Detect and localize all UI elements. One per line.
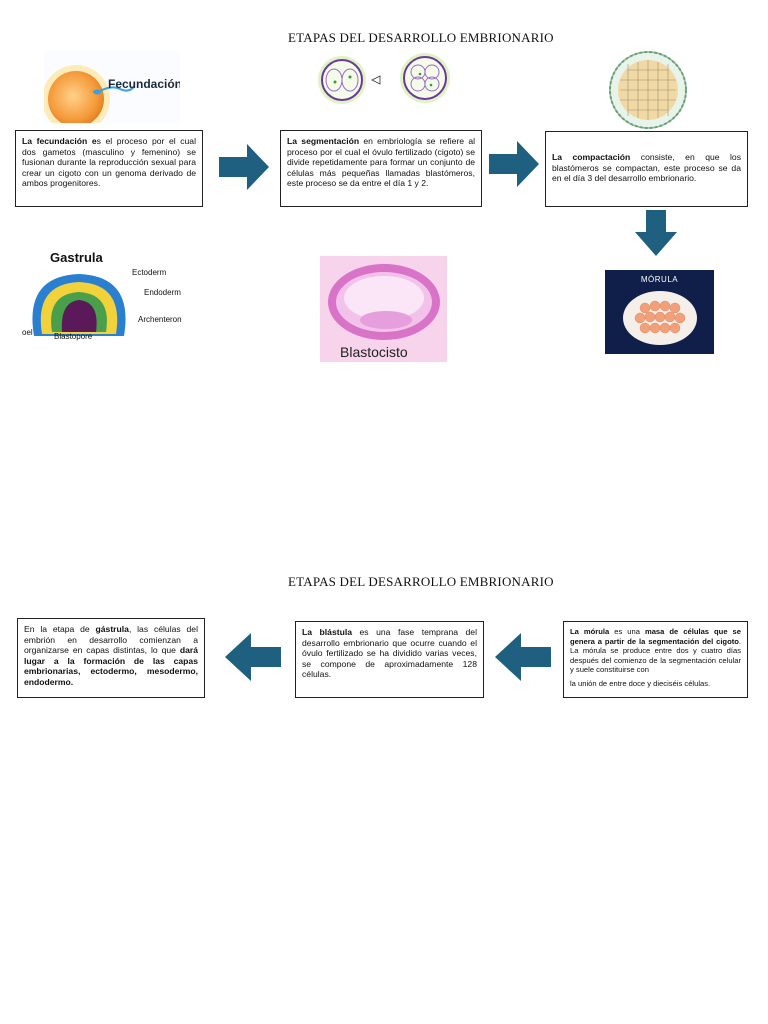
gastrula-bold-2: dará lugar a la formación de las capas e… (24, 645, 198, 687)
fecundacion-text-box: La fecundación es el proceso por el cual… (15, 130, 203, 207)
blastula-text: es una fase temprana del desarrollo embr… (302, 627, 477, 680)
compactacion-text-box: La compactación consiste, en que los bla… (545, 131, 748, 207)
segmentacion-bold: La segmentación (287, 136, 360, 146)
blastocisto-image-label: Blastocisto (340, 344, 408, 360)
arrow-left-icon (495, 633, 551, 681)
morula-bold-1: La mórula (570, 627, 610, 636)
blastula-bold: La blástula (302, 627, 353, 637)
endoderm-label: Endoderm (144, 288, 181, 297)
arrow-right-icon (219, 144, 269, 190)
morula-text-3: la unión de entre doce y dieciséis célul… (570, 678, 711, 688)
morula-bold-2: masa de células que se genera a partir d… (570, 627, 741, 646)
page-title-2: ETAPAS DEL DESARROLLO EMBRIONARIO (288, 574, 554, 589)
archenteron-label: Archenteron (138, 315, 182, 324)
gastrula-drawing (32, 274, 126, 336)
gastrula-text-1: En la etapa de (24, 624, 96, 634)
gastrula-text-2: , las células del embrión en desarrollo … (24, 624, 198, 656)
fecundacion-image-label: Fecundación (108, 77, 180, 91)
segmentation-illustration (318, 53, 450, 104)
morula-image-label: MÓRULA (640, 275, 679, 284)
morula-drawing (623, 291, 697, 345)
segmentacion-text-box: La segmentación en embriología se refier… (280, 130, 482, 207)
morula-text-box: La mórula es una masa de células que se … (563, 621, 748, 698)
gastrula-image: Gastrula Ectoderm Endoderm Archenteron B… (20, 250, 200, 345)
page-title-1: ETAPAS DEL DESARROLLO EMBRIONARIO (288, 30, 554, 45)
compactacion-text: consiste, en que los blastómeros se comp… (552, 152, 741, 184)
fecundacion-image: Fecundación (44, 51, 180, 123)
morula-text-2: . La mórula se produce entre dos y cuatr… (570, 636, 741, 675)
compactacion-bold: La compactación (552, 152, 631, 162)
blastopore-label: Blastopore (54, 332, 93, 341)
fecundation-illustration (44, 65, 135, 123)
gastrula-bold-1: gástrula (95, 624, 129, 634)
arrow-down-icon (635, 210, 677, 256)
fecundacion-bold: La fecundación e (22, 136, 97, 146)
arrow-right-icon (489, 141, 539, 187)
morula-text-1: es una (609, 627, 645, 636)
coel-label: oel (22, 328, 33, 337)
arrow-left-icon (225, 633, 281, 681)
gastrula-image-title: Gastrula (50, 250, 103, 265)
ectoderm-label: Ectoderm (132, 268, 167, 277)
blastula-text-box: La blástula es una fase temprana del des… (295, 621, 484, 698)
fecundacion-text: s el proceso por el cual dos gametos (ma… (22, 136, 196, 189)
gastrula-text-box: En la etapa de gástrula, las células del… (17, 618, 205, 698)
morula-image: MÓRULA (605, 270, 714, 354)
blastocyst-drawing (328, 264, 440, 340)
compaction-illustration (609, 51, 687, 129)
segmentacion-text: en embriología se refiere al proceso por… (287, 136, 476, 189)
blastocisto-image: Blastocisto (320, 256, 447, 362)
